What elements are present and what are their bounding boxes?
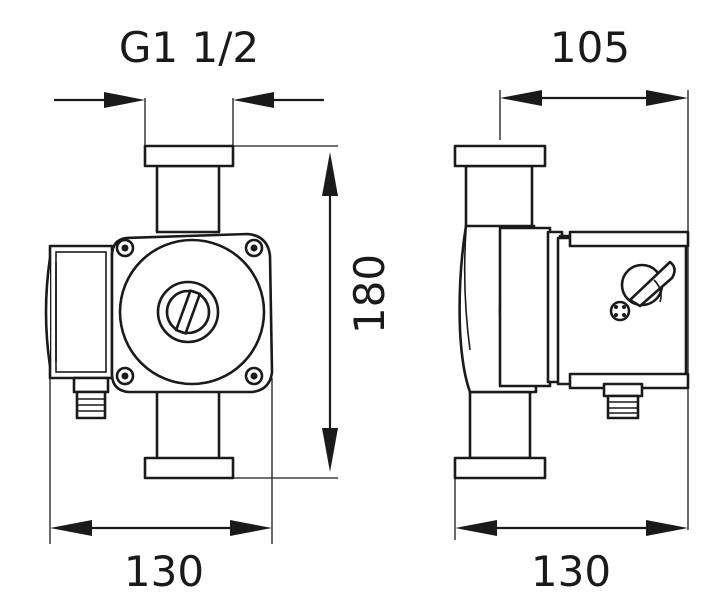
cable-gland — [72, 376, 110, 394]
terminal-box — [48, 244, 114, 380]
dimension-depth: 105 — [499, 23, 689, 530]
width-side-label: 130 — [531, 547, 611, 596]
cable-gland — [602, 382, 644, 398]
dimension-width-side: 130 — [454, 478, 688, 596]
motor-flange — [498, 226, 552, 388]
front-view — [44, 144, 274, 480]
dimension-width-front: 130 — [49, 378, 273, 596]
vent-screw-icon — [609, 300, 631, 322]
thread-size-label: G1 1/2 — [119, 23, 259, 72]
width-front-label: 130 — [124, 547, 204, 596]
dimension-height: 180 — [233, 145, 394, 479]
bottom-flange — [453, 456, 547, 480]
depth-label: 105 — [550, 23, 630, 72]
bottom-flange — [143, 456, 235, 480]
top-flange — [453, 144, 547, 168]
top-flange — [143, 144, 235, 168]
dimension-thread: G1 1/2 — [54, 23, 324, 146]
height-label: 180 — [345, 254, 394, 334]
side-view — [453, 144, 690, 480]
